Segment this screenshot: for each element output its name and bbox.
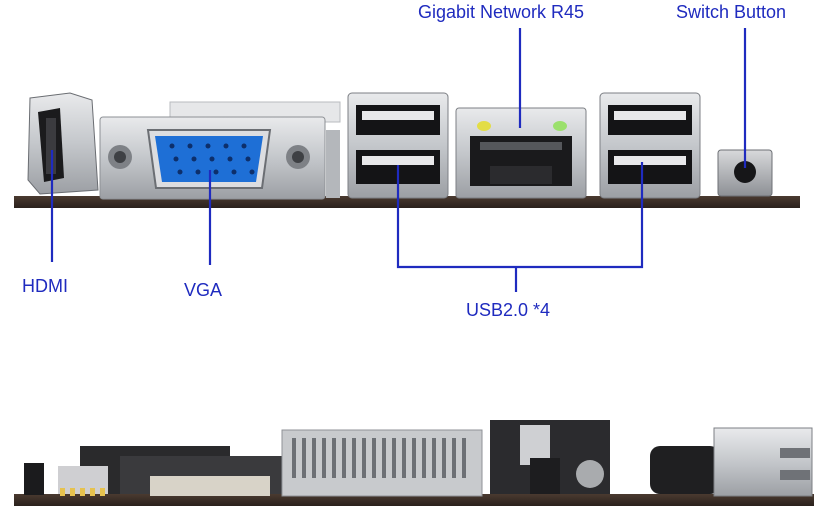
rj45-port <box>455 107 587 199</box>
label-switch-button: Switch Button <box>676 2 787 22</box>
label-gigabit-network: Gigabit Network R45 <box>418 2 585 22</box>
label-vga: VGA <box>184 280 223 300</box>
label-usb: USB2.0 *4 <box>466 300 551 320</box>
usb-stack-right <box>599 92 701 199</box>
leader-lines <box>50 28 747 292</box>
usb-stack-left <box>347 92 449 199</box>
hdmi-port <box>27 92 99 195</box>
vga-port <box>99 101 341 200</box>
label-hdmi: HDMI <box>22 276 68 296</box>
side-view <box>14 420 814 506</box>
